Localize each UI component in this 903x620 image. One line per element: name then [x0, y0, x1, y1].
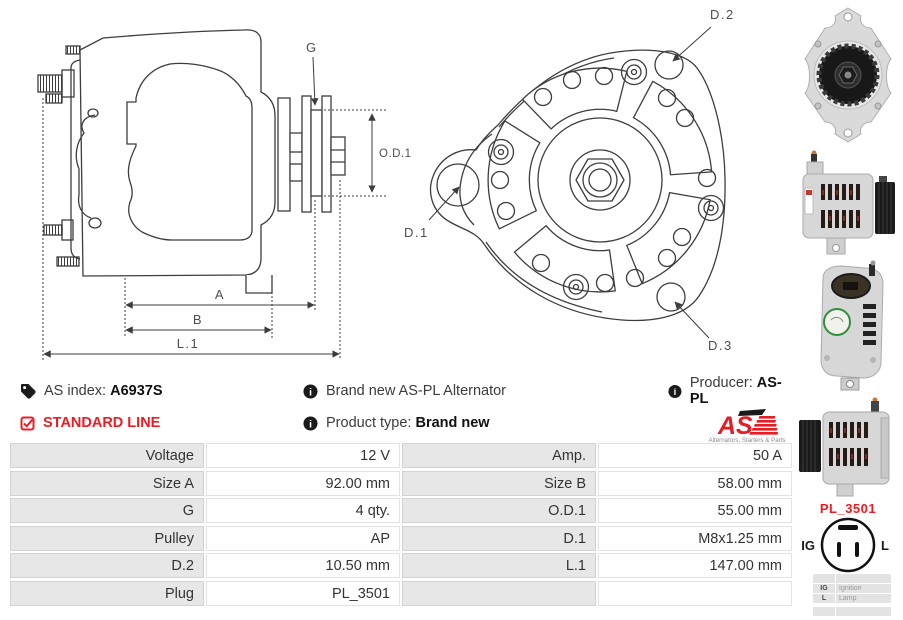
- as-pl-logo-graphic: AS Alternators, Starters & Parts: [708, 409, 786, 444]
- spec-label: L.1: [402, 553, 596, 578]
- spec-label: Size A: [10, 470, 204, 496]
- table-row: Pulley AP D.1 M8x1.25 mm: [10, 525, 792, 551]
- tag-icon: [21, 384, 36, 399]
- product-type-value: Brand new: [415, 415, 490, 431]
- table-row: D.2 10.50 mm L.1 147.00 mm: [10, 553, 792, 578]
- dim-label-l1: L.1: [177, 336, 200, 351]
- pulley-flange: [321, 95, 332, 213]
- spec-value: 92.00 mm: [206, 470, 400, 496]
- side-view-drawing: G O.D.1 A B L.1: [37, 29, 411, 360]
- spec-table: Voltage 12 V Amp. 50 A Size A 92.00 mm S…: [10, 443, 792, 608]
- checkbox-checked-icon: [20, 416, 35, 430]
- svg-text:i: i: [309, 387, 312, 398]
- spec-label: D.1: [402, 525, 596, 551]
- product-type-item: i Product type: Brand new: [303, 406, 668, 440]
- producer-label: Producer:: [689, 375, 753, 391]
- spec-value: 55.00 mm: [598, 498, 792, 523]
- spec-label: Voltage: [10, 443, 204, 468]
- standard-line-label: STANDARD LINE: [43, 415, 161, 431]
- legend-value: Lamp: [836, 594, 891, 603]
- plug-pin-right-label: L: [881, 538, 889, 553]
- legend-row-empty: [813, 574, 891, 583]
- table-row: Plug PL_3501: [10, 580, 792, 606]
- table-row: G 4 qty. O.D.1 55.00 mm: [10, 498, 792, 523]
- product-photo-side-left[interactable]: [793, 394, 903, 498]
- info-icon: i: [668, 384, 682, 398]
- info-icon: i: [303, 383, 318, 399]
- dim-label-d2: D.2: [710, 7, 735, 22]
- spec-value: M8x1.25 mm: [598, 525, 792, 551]
- as-index-label: AS index:: [44, 383, 107, 399]
- legend-row-empty: [813, 607, 891, 616]
- product-photo-side-right[interactable]: [793, 148, 903, 260]
- producer-value: AS-PL: [689, 375, 782, 407]
- logo-text: AS: [717, 412, 753, 440]
- pulley-flange: [301, 95, 312, 213]
- logo-subtitle: Alternators, Starters & Parts: [708, 437, 785, 444]
- as-pl-logo: AS Alternators, Starters & Parts: [668, 406, 792, 444]
- spec-value: 58.00 mm: [598, 470, 792, 496]
- legend-row: L Lamp: [813, 594, 891, 603]
- spec-value: 12 V: [206, 443, 400, 468]
- spec-label: D.2: [10, 553, 204, 578]
- dim-label-d3: D.3: [708, 338, 733, 353]
- plug-pin-left-label: IG: [801, 538, 815, 553]
- product-type-label: Product type:: [326, 415, 412, 431]
- legend-key: L: [813, 594, 835, 603]
- plug-legend: IG Ignition L Lamp: [813, 574, 891, 617]
- dim-label-g: G: [306, 40, 318, 55]
- spec-value: [598, 580, 792, 606]
- spec-label: O.D.1: [402, 498, 596, 523]
- spec-value: 10.50 mm: [206, 553, 400, 578]
- mount-hole-d2: [654, 50, 684, 80]
- table-row: Voltage 12 V Amp. 50 A: [10, 443, 792, 468]
- product-info-row: AS index: A6937S i Brand new AS-PL Alter…: [20, 375, 792, 444]
- spec-label: G: [10, 498, 204, 523]
- standard-line-item: STANDARD LINE: [20, 406, 303, 440]
- plug-code-label: PL_3501: [819, 501, 877, 516]
- spec-label: Size B: [402, 470, 596, 496]
- dim-label-b: B: [193, 312, 203, 327]
- legend-key: IG: [813, 584, 835, 593]
- shaft-nut: [330, 136, 346, 176]
- spec-label: Plug: [10, 580, 204, 606]
- brand-new-item: i Brand new AS-PL Alternator: [303, 376, 668, 406]
- product-photo-front[interactable]: [793, 4, 903, 144]
- pulley-groove: [310, 109, 323, 197]
- spec-value: 147.00 mm: [598, 553, 792, 578]
- dim-label-d1: D.1: [404, 225, 429, 240]
- product-photo-rear[interactable]: [793, 260, 903, 392]
- svg-text:i: i: [674, 386, 677, 397]
- shaft-nut-hex: [575, 158, 625, 202]
- spec-label: Pulley: [10, 525, 204, 551]
- spec-label: Amp.: [402, 443, 596, 468]
- mount-hole-d3: [656, 282, 686, 312]
- legend-row: IG Ignition: [813, 584, 891, 593]
- as-index-item: AS index: A6937S: [20, 376, 303, 406]
- product-gallery: PL_3501 IG L IG Ignition L Lamp: [793, 0, 903, 620]
- dim-label-a: A: [215, 287, 225, 302]
- spec-value: 4 qty.: [206, 498, 400, 523]
- dim-label-od1: O.D.1: [379, 148, 412, 160]
- table-row: Size A 92.00 mm Size B 58.00 mm: [10, 470, 792, 496]
- vent-holes: [490, 66, 717, 293]
- info-icon: i: [303, 415, 318, 431]
- spec-label: [402, 580, 596, 606]
- legend-value: Ignition: [836, 584, 891, 593]
- spec-value: AP: [206, 525, 400, 551]
- front-view-drawing: D.1 D.2 D.3: [404, 7, 735, 353]
- svg-text:i: i: [309, 419, 312, 430]
- spec-value: PL_3501: [206, 580, 400, 606]
- producer-item: i Producer: AS-PL: [668, 375, 792, 407]
- through-screws: [487, 58, 725, 301]
- brand-new-text: Brand new AS-PL Alternator: [326, 383, 507, 399]
- mount-hole-d1: [436, 163, 480, 207]
- stud-bolts: [37, 45, 81, 267]
- spec-value: 50 A: [598, 443, 792, 468]
- as-index-value: A6937S: [110, 383, 163, 399]
- plug-diagram: IG L: [801, 517, 889, 573]
